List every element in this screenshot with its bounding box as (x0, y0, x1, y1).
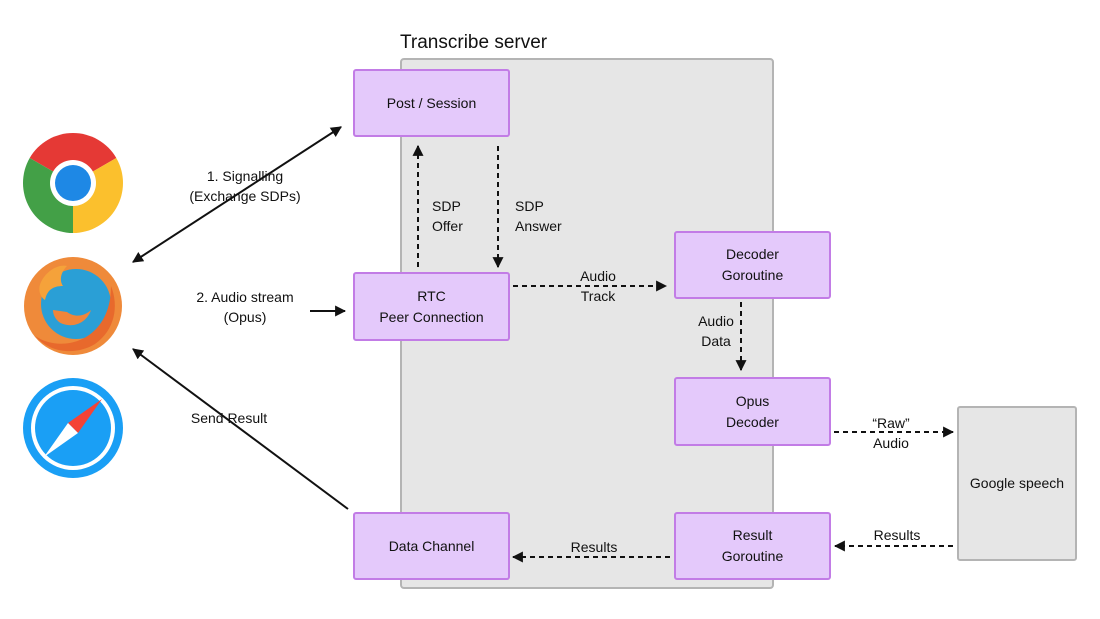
audio-track-line-2: Track (580, 288, 616, 304)
send-result-label-text: Send Result (190, 410, 268, 426)
sdp-offer-line-2: Offer (432, 218, 463, 234)
data-channel-node: Data Channel (353, 512, 510, 580)
result-goroutine-line-1: Result (732, 527, 773, 543)
google-speech-node: Google speech (957, 406, 1077, 561)
firefox-logo-icon (24, 257, 122, 355)
data-channel-label: Data Channel (388, 537, 475, 554)
raw-audio-line-2: Audio (873, 435, 909, 451)
sdp-answer-line-2: Answer (515, 218, 562, 234)
chrome-logo-icon (23, 133, 123, 233)
raw-audio-line-1: “Raw” (872, 415, 910, 431)
transcribe-server-title: Transcribe server (400, 32, 548, 53)
audio-track-line-1: Audio (580, 268, 616, 284)
results-from-google-text: Results (873, 527, 921, 543)
audio-stream-label-line-1: 2. Audio stream (196, 289, 294, 305)
signalling-label: 1. Signalling (Exchange SDPs) (189, 166, 300, 206)
opus-decoder-line-1: Opus (735, 392, 770, 409)
audio-data-label: Audio Data (698, 311, 734, 351)
rtc-label-line-2: Peer Connection (379, 308, 484, 325)
post-session-label: Post / Session (386, 94, 477, 111)
post-session-node: Post / Session (353, 69, 510, 137)
sdp-offer-line-1: SDP (432, 198, 461, 214)
signalling-arrow (132, 126, 342, 263)
results-to-channel-text: Results (570, 539, 618, 555)
opus-decoder-node: Opus Decoder (674, 377, 831, 446)
raw-audio-label: “Raw” Audio (872, 413, 909, 453)
signalling-label-line-2: (Exchange SDPs) (189, 188, 301, 204)
result-goroutine-line-2: Goroutine (721, 548, 784, 564)
audio-data-line-2: Data (701, 333, 731, 349)
decoder-goroutine-line-1: Decoder (726, 246, 779, 262)
send-result-label: Send Result (191, 408, 267, 428)
opus-decoder-line-2: Decoder (726, 413, 779, 430)
safari-logo-icon (23, 378, 123, 478)
audio-data-line-1: Audio (698, 313, 734, 329)
rtc-peer-connection-node: RTC Peer Connection (353, 272, 510, 341)
result-goroutine-node: Result Goroutine (674, 512, 831, 580)
google-speech-label: Google speech (969, 475, 1065, 491)
signalling-label-line-1: 1. Signalling (206, 168, 284, 184)
send-result-arrow (132, 348, 349, 510)
results-to-channel-label: Results (571, 537, 618, 557)
decoder-goroutine-line-2: Goroutine (721, 267, 784, 283)
sdp-answer-label: SDP Answer (515, 196, 562, 236)
decoder-goroutine-node: Decoder Goroutine (674, 231, 831, 299)
audio-stream-label: 2. Audio stream (Opus) (196, 287, 293, 327)
rtc-label-line-1: RTC (417, 287, 446, 304)
sdp-answer-line-1: SDP (515, 198, 544, 214)
results-from-google-label: Results (874, 525, 921, 545)
sdp-offer-label: SDP Offer (432, 196, 463, 236)
audio-stream-label-line-2: (Opus) (223, 309, 267, 325)
audio-track-label: Audio Track (580, 266, 616, 306)
